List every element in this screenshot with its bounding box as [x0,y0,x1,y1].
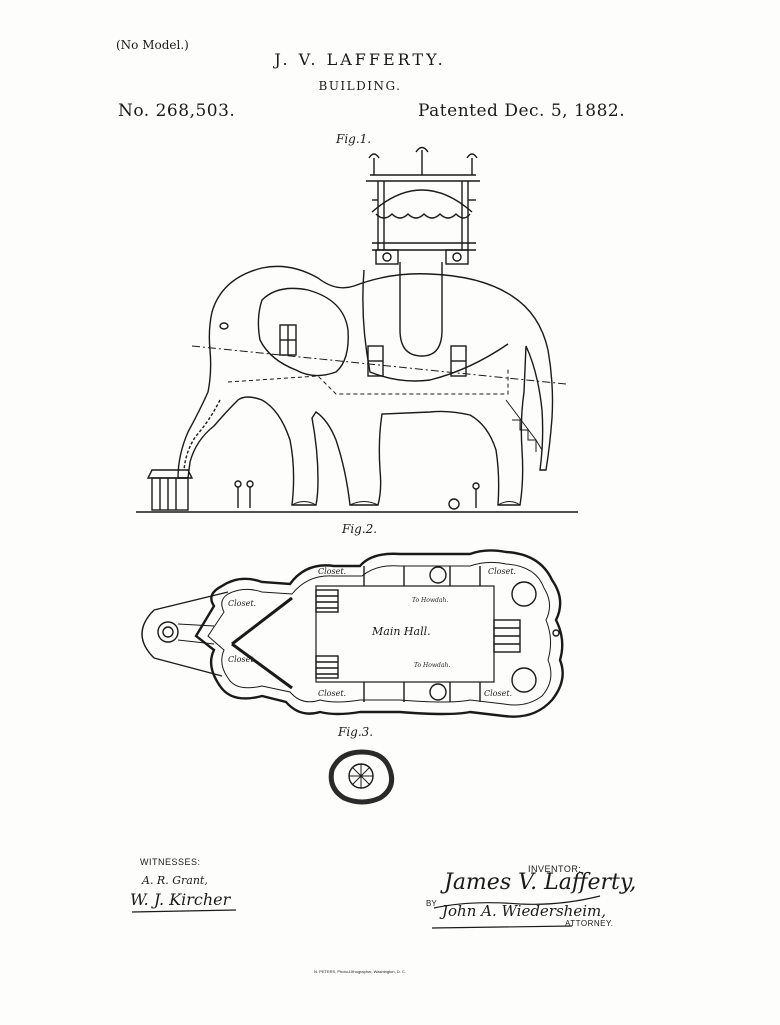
attorney-signature: John A. Wiedersheim, [442,902,607,920]
signature-flourishes [131,895,601,929]
inventor-heading: J. V. LAFFERTY. [274,50,446,69]
plan-outline-outer [194,549,564,718]
elephant-ear [257,287,349,377]
inventor-signature: James V. Lafferty, [444,870,637,895]
no-model-note: (No Model.) [116,38,189,52]
fig3-label: Fig.3. [338,725,374,739]
plan-outline-inner [207,561,552,706]
closet-label: Closet. [488,567,517,576]
inventor-label: INVENTOR: [528,864,582,874]
closet-label: Closet. [318,689,347,698]
fig2-label: Fig.2. [342,522,378,536]
closet-label: Closet. [484,689,513,698]
fig2-floor-plan [141,549,564,718]
attorney-label: ATTORNEY. [565,919,614,928]
invention-title: BUILDING. [318,79,402,93]
by-label: BY [426,899,437,908]
patent-date: Patented Dec. 5, 1882. [418,101,626,121]
fig3-section [328,749,395,805]
to-howdah-label: To Howdah. [412,597,449,604]
to-howdah-label: To Howdah. [414,662,451,669]
fig1-label: Fig.1. [336,132,372,146]
howdah-pavilion [366,146,480,265]
witness-signature-2: W. J. Kircher [130,890,231,909]
elephant-outline [177,265,554,506]
lithographer-imprint: N. PETERS, Photo-Lithographer, Washingto… [314,969,406,974]
witness-signature-1: A. R. Grant, [142,874,208,887]
patent-number: No. 268,503. [118,101,236,121]
witnesses-label: WITNESSES: [140,857,201,867]
fig1-elephant-elevation [136,146,578,513]
closet-label: Closet. [228,599,257,608]
closet-label: Closet. [228,655,257,664]
closet-label: Closet. [318,567,347,576]
main-hall-label: Main Hall. [372,625,431,638]
